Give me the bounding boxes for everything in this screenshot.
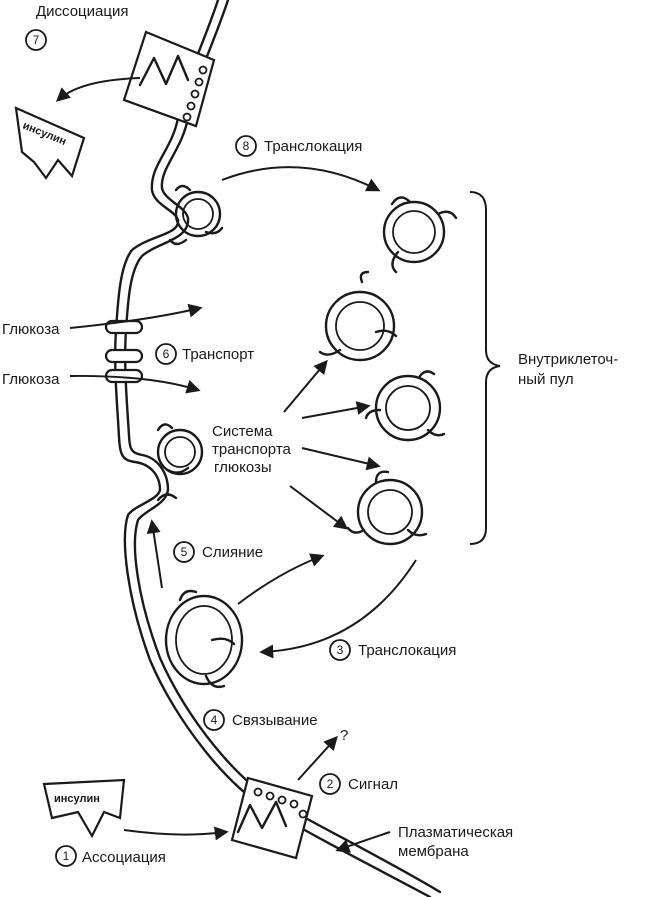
- label-system-2: транспорта: [212, 441, 292, 458]
- receptor-bottom: [230, 776, 314, 860]
- pool-vesicle-1: [382, 196, 458, 274]
- step-3-number: 3: [337, 643, 344, 657]
- step-8-number: 8: [243, 139, 250, 153]
- step-marker-7: 7: [25, 29, 47, 51]
- step-marker-4: 4: [203, 709, 225, 731]
- label-association: Ассоциация: [82, 849, 166, 866]
- pool-vesicle-2: [318, 270, 398, 362]
- label-dissociation: Диссоциация: [36, 3, 128, 20]
- arrows: [55, 77, 417, 853]
- pool-vesicle-3: [364, 370, 446, 442]
- plasma-membrane: [113, 0, 442, 897]
- label-membrane-1: Плазматическая: [398, 824, 513, 841]
- step-marker-3: 3: [329, 639, 351, 661]
- label-signal: Сигнал: [348, 776, 398, 793]
- label-fusion: Слияние: [202, 544, 263, 561]
- label-translocation-bottom: Транслокация: [358, 642, 456, 659]
- label-membrane-2: мембрана: [398, 843, 469, 860]
- label-translocation-top: Транслокация: [264, 138, 362, 155]
- label-binding: Связывание: [232, 712, 318, 729]
- receptor-top: [122, 30, 216, 128]
- membrane-vesicle-top: [168, 184, 224, 246]
- label-system-3: глюкозы: [214, 459, 272, 476]
- step-marker-1: 1: [55, 845, 77, 867]
- insulin-bottom: инсулин: [42, 778, 126, 839]
- step-7-number: 7: [33, 33, 40, 47]
- step-5-number: 5: [181, 545, 188, 559]
- insulin-top: инсулин: [14, 106, 86, 180]
- step-marker-6: 6: [155, 343, 177, 365]
- label-system-1: Система: [212, 423, 273, 440]
- step-marker-8: 8: [235, 135, 257, 157]
- step-4-number: 4: [211, 713, 218, 727]
- pool-bracket: [469, 191, 501, 545]
- step-marker-2: 2: [319, 773, 341, 795]
- insulin-bottom-label: инсулин: [54, 793, 100, 805]
- step-marker-5: 5: [173, 541, 195, 563]
- label-glucose-1: Глюкоза: [2, 321, 60, 338]
- step-2-number: 2: [327, 777, 334, 791]
- label-glucose-2: Глюкоза: [2, 371, 60, 388]
- fusing-vesicle: [164, 589, 244, 689]
- label-pool-1: Внутриклеточ-: [518, 351, 618, 368]
- pool-vesicle-4: [346, 470, 428, 546]
- membrane-transporters: [104, 319, 144, 384]
- label-question: ?: [340, 727, 348, 744]
- step-1-number: 1: [63, 849, 70, 863]
- step-6-number: 6: [163, 347, 170, 361]
- membrane-vesicle-mid: [156, 423, 204, 502]
- label-pool-2: ный пул: [518, 371, 574, 388]
- label-transport: Транспорт: [182, 346, 254, 363]
